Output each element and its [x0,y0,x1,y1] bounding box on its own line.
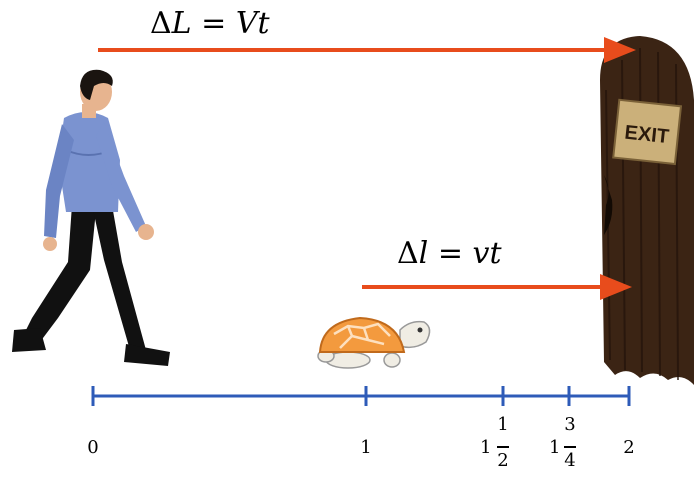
equation-big-lhs: L [171,6,192,41]
exit-door: EXIT [600,36,694,385]
mixed-denominator: 2 [497,450,509,471]
tick-label-0: 0 [87,437,99,458]
mixed-denominator: 4 [564,450,576,471]
equation-small-lhs: l [418,236,429,271]
delta-symbol: Δ [150,6,172,41]
fraction-bar [564,446,576,448]
mixed-whole: 1 [549,437,561,458]
fraction-bar [497,446,509,448]
number-line [91,386,631,406]
tick-label-1: 1 [360,437,372,458]
mixed-numerator: 3 [564,414,576,435]
equation-big-rhs: Vt [235,6,270,41]
equation-small: Δl = vt [397,236,502,271]
delta-symbol: Δ [397,236,419,271]
exit-sign: EXIT [612,98,683,166]
mixed-whole: 1 [480,437,492,458]
tick-label-1-half: 1 1 2 [480,414,516,474]
tick-label-2: 2 [623,437,635,458]
walking-man [12,69,170,366]
arrow-big [98,37,636,63]
tick-label-1-three-quarters: 1 3 4 [549,414,585,474]
equation-big: ΔL = Vt [150,6,270,41]
exit-sign-text: EXIT [624,122,671,149]
equation-small-rhs: vt [472,236,502,271]
mixed-numerator: 1 [497,414,509,435]
arrow-small [362,274,632,300]
equals-sign: = [191,6,236,41]
equals-sign: = [428,236,473,271]
turtle [317,316,431,369]
